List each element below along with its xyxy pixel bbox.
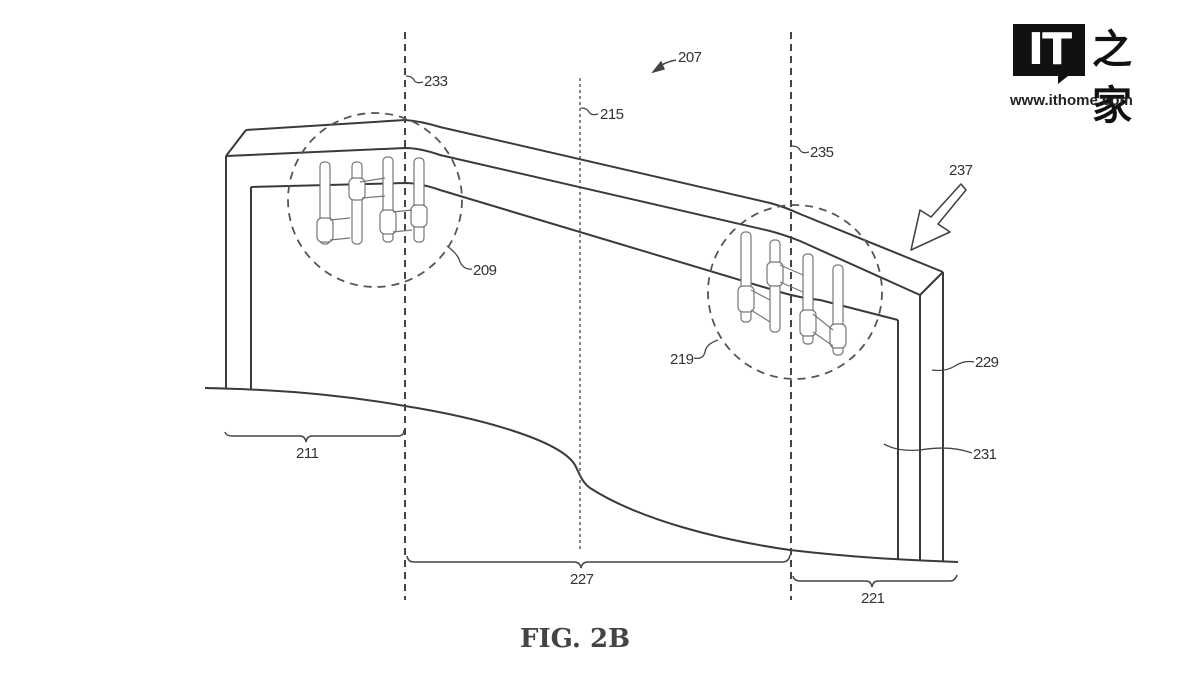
label-215: 215: [600, 106, 624, 123]
leader-209: [446, 245, 473, 270]
detail-circle-219: [707, 204, 883, 380]
hinge-structure-left: [316, 156, 428, 245]
inner-panel-edge: [250, 182, 899, 321]
watermark-url: www.ithome.com: [1010, 92, 1133, 109]
logo-box: [1013, 24, 1085, 76]
figure-caption: FIG. 2B: [520, 624, 630, 654]
logo-speech-tail-icon: [1058, 76, 1068, 84]
label-227: 227: [570, 571, 594, 588]
right-bevel: [919, 271, 944, 296]
label-233: 233: [424, 73, 448, 90]
brace-221: [792, 574, 958, 588]
leader-231: [883, 443, 973, 454]
logo-cn-text: 之家: [1092, 26, 1132, 129]
base-curve: [204, 387, 959, 563]
leader-219: [693, 339, 719, 360]
label-235: 235: [810, 144, 834, 161]
label-229: 229: [975, 354, 999, 371]
brace-227: [406, 554, 791, 569]
label-221: 221: [861, 590, 885, 607]
label-207: 207: [678, 49, 702, 66]
label-219: 219: [670, 351, 694, 368]
label-211: 211: [296, 445, 319, 462]
leader-233: [405, 75, 424, 84]
leader-229: [931, 360, 975, 372]
hinge-structure-right: [737, 231, 847, 356]
label-209: 209: [473, 262, 497, 279]
detail-circle-209: [287, 112, 463, 288]
arrow-237-icon: [910, 183, 967, 251]
leader-215: [580, 107, 599, 116]
left-bevel: [225, 129, 247, 157]
label-231: 231: [973, 446, 997, 463]
leader-235: [791, 145, 810, 154]
label-237: 237: [949, 162, 973, 179]
front-top-edge: [225, 147, 921, 296]
outer-top-edge: [245, 119, 944, 273]
logo-it-text: IT: [1027, 24, 1072, 75]
brace-211: [224, 429, 405, 443]
